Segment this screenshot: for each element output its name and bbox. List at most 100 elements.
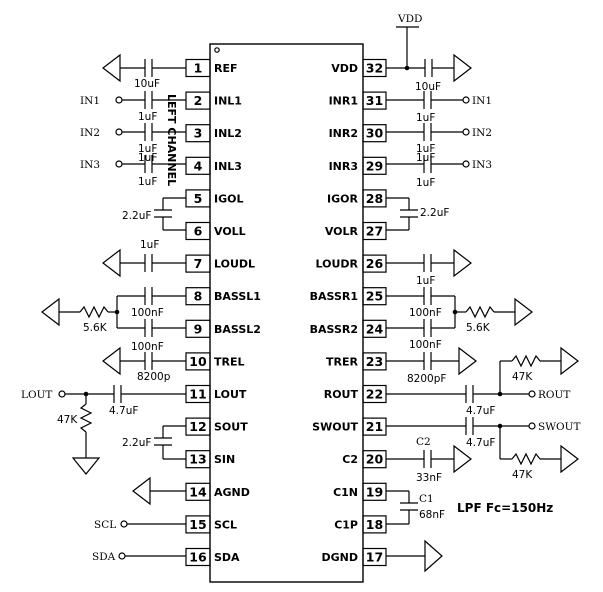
pin-number-right: 24 <box>366 321 384 336</box>
pin-number-right: 30 <box>366 126 384 141</box>
scl-left-label: SCL <box>94 519 116 531</box>
pin-number-right: 28 <box>366 191 383 206</box>
lpf-note: LPF Fc=150Hz <box>457 501 553 515</box>
pin-number-right: 21 <box>366 419 383 434</box>
loud-right-cap-value: 1uF <box>416 275 435 287</box>
pin-label-left: INL1 <box>214 95 242 108</box>
pin-label-left: IGOL <box>214 192 243 205</box>
in1-left-cap-value: 1uF <box>138 111 157 123</box>
pin-number-right: 32 <box>366 61 383 76</box>
pin-number-right: 22 <box>366 387 383 402</box>
pin-number-right: 20 <box>366 452 384 467</box>
pin-label-left: INL3 <box>214 160 242 173</box>
pin-label-left: SCL <box>214 518 237 531</box>
pin-label-left: VOLL <box>214 225 246 238</box>
pin-number-left: 10 <box>189 354 207 369</box>
pin-number-right: 29 <box>366 158 383 173</box>
pin-number-left: 12 <box>189 419 206 434</box>
in3-right-label: IN3 <box>472 159 492 171</box>
tre-right-cap-value: 8200pF <box>407 373 446 385</box>
bass2-right-cap-value: 100nF <box>409 339 442 351</box>
pin-number-right: 31 <box>366 93 383 108</box>
pin-label-left: LOUDL <box>214 258 255 271</box>
c1-right-name: C1 <box>419 493 434 505</box>
pin-number-right: 27 <box>366 224 383 239</box>
pin-label-left: SDA <box>214 551 240 564</box>
pin-box-left <box>185 124 211 143</box>
pin-box-right <box>362 124 387 143</box>
pin-number-left: 16 <box>189 550 207 565</box>
bass2-left-cap-value: 100nF <box>131 341 164 353</box>
lout-left-res-value: 47K <box>57 414 78 426</box>
pin-label-right: C1P <box>334 518 358 531</box>
pin-box-left <box>185 482 211 501</box>
pin-label-left: BASSL2 <box>214 323 261 336</box>
rout-right-label: ROUT <box>538 389 570 401</box>
pin-number-left: 15 <box>189 517 206 532</box>
pin-number-left: 13 <box>189 452 206 467</box>
pin-box-right <box>362 221 387 241</box>
chip-body <box>209 43 364 583</box>
rout-right-cap-value: 4.7uF <box>466 405 495 417</box>
pin-label-right: LOUDR <box>315 258 358 271</box>
pin-number-left: 1 <box>194 61 203 76</box>
pin-number-right: 17 <box>366 550 383 565</box>
bass1-left-cap-value: 100nF <box>131 307 164 319</box>
lout-left-cap-value: 4.7uF <box>109 405 138 417</box>
pin-number-left: 11 <box>189 387 206 402</box>
pin-label-left: SOUT <box>214 421 248 434</box>
in3-left-cap-value-2: 1uF <box>138 176 157 188</box>
in1-right-label: IN1 <box>472 95 492 107</box>
pin-label-right: INR2 <box>329 127 358 140</box>
sout-left-cap-value: 2.2uF <box>122 437 151 449</box>
igo-right-cap-value: 2.2uF <box>420 207 449 219</box>
pin-number-left: 5 <box>194 191 203 206</box>
pin-label-right: VOLR <box>325 225 359 238</box>
pin-label-right: INR1 <box>329 95 358 108</box>
pin-number-right: 18 <box>366 517 383 532</box>
tre-left-cap-value: 8200p <box>137 371 171 383</box>
pin-label-right: TRER <box>326 355 358 368</box>
bass-left-res-value: 5.6K <box>83 322 108 334</box>
swout-right-cap-value: 4.7uF <box>466 437 495 449</box>
pin-number-right: 26 <box>366 256 384 271</box>
pin-label-left: INL2 <box>214 127 242 140</box>
pin-number-right: 19 <box>366 484 383 499</box>
pin-number-left: 7 <box>194 256 203 271</box>
pin-label-right: VDD <box>331 62 358 75</box>
pin-number-left: 8 <box>194 289 203 304</box>
in2-left-label: IN2 <box>80 127 100 139</box>
rout-right-res-value: 47K <box>512 371 533 383</box>
swout-right-res-value: 47K <box>512 469 533 481</box>
in2-left-cap-value: 1uF <box>138 143 157 155</box>
pin-label-left: AGND <box>214 486 250 499</box>
pin-number-right: 23 <box>366 354 383 369</box>
pin-label-left: TREL <box>214 355 245 368</box>
pin-label-right: BASSR2 <box>310 323 358 336</box>
pin-label-right: SWOUT <box>312 421 358 434</box>
c2-right-cap-value: 33nF <box>416 472 442 484</box>
in2-right-cap-value: 1uF <box>416 143 435 155</box>
pin-number-left: 4 <box>194 158 203 173</box>
vdd-supply-label: VDD <box>397 13 422 25</box>
pin-number-left: 14 <box>189 484 207 499</box>
pin-number-left: 9 <box>194 321 203 336</box>
c2-right-name: C2 <box>416 436 431 448</box>
pin-box-left <box>185 156 211 175</box>
in3-left-cap-value: 1uF <box>138 152 157 164</box>
swout-right-label: SWOUT <box>538 421 580 433</box>
pin-label-left: SIN <box>214 453 235 466</box>
pin-label-left: REF <box>214 62 238 75</box>
channel-label: LEFT CHANNEL <box>165 94 178 186</box>
igo-left-cap-value: 2.2uF <box>122 210 151 222</box>
pin-label-right: BASSR1 <box>310 290 358 303</box>
in3-right-cap-value-2: 1uF <box>416 177 435 189</box>
pin-label-right: IGOR <box>327 192 358 205</box>
lout-left-label: LOUT <box>21 389 52 401</box>
pin-label-left: BASSL1 <box>214 290 261 303</box>
pin-label-right: C1N <box>333 486 358 499</box>
loud-left-cap-value: 1uF <box>140 239 159 251</box>
pin-label-right: INR3 <box>329 160 358 173</box>
in3-right-cap-value: 1uF <box>416 152 435 164</box>
